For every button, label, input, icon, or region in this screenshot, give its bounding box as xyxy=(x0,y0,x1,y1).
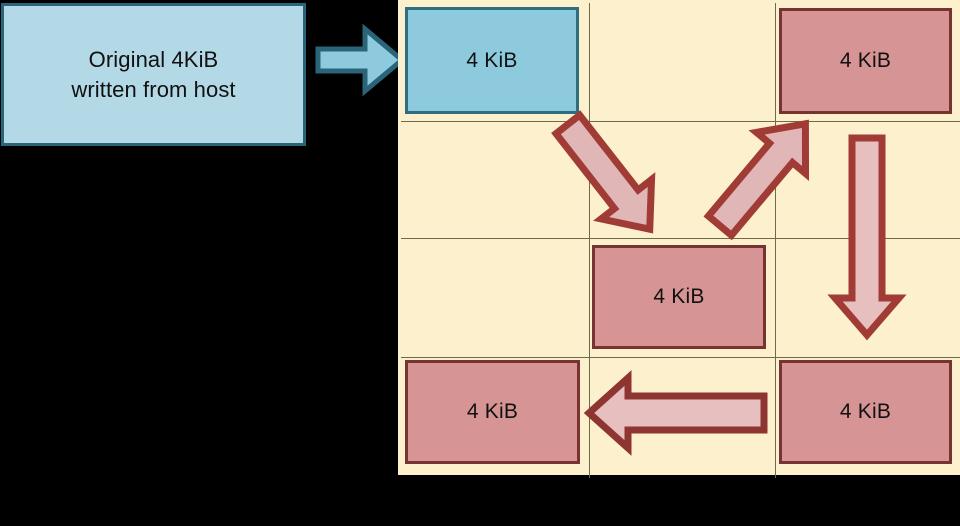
page-block-label: 4 KiB xyxy=(839,49,892,72)
host-write-box-line2: written from host xyxy=(71,76,236,102)
host-write-box-label: Original 4KiB written from host xyxy=(71,45,235,103)
page-block-label: 4 KiB xyxy=(653,285,705,308)
grid-line-vertical-1 xyxy=(589,3,590,478)
host-write-box-line1: Original 4KiB xyxy=(88,47,219,73)
page-block-label: 4 KiB xyxy=(466,400,519,423)
page-block-r4c3[interactable]: 4 KiB xyxy=(779,360,952,464)
host-write-arrow-icon xyxy=(315,23,405,97)
page-block-r4c1[interactable]: 4 KiB xyxy=(405,360,580,464)
page-block-r3c2[interactable]: 4 KiB xyxy=(592,245,766,349)
grid-line-horizontal-1 xyxy=(401,121,960,122)
page-block-r1c3[interactable]: 4 KiB xyxy=(779,8,952,114)
host-write-box: Original 4KiB written from host xyxy=(1,3,306,146)
page-block-label: 4 KiB xyxy=(839,400,892,423)
page-block-label: 4 KiB xyxy=(466,48,518,72)
page-block-r1c1[interactable]: 4 KiB xyxy=(405,7,579,114)
grid-line-horizontal-2 xyxy=(401,238,960,239)
grid-line-horizontal-3 xyxy=(401,357,960,358)
grid-line-vertical-2 xyxy=(775,3,776,478)
